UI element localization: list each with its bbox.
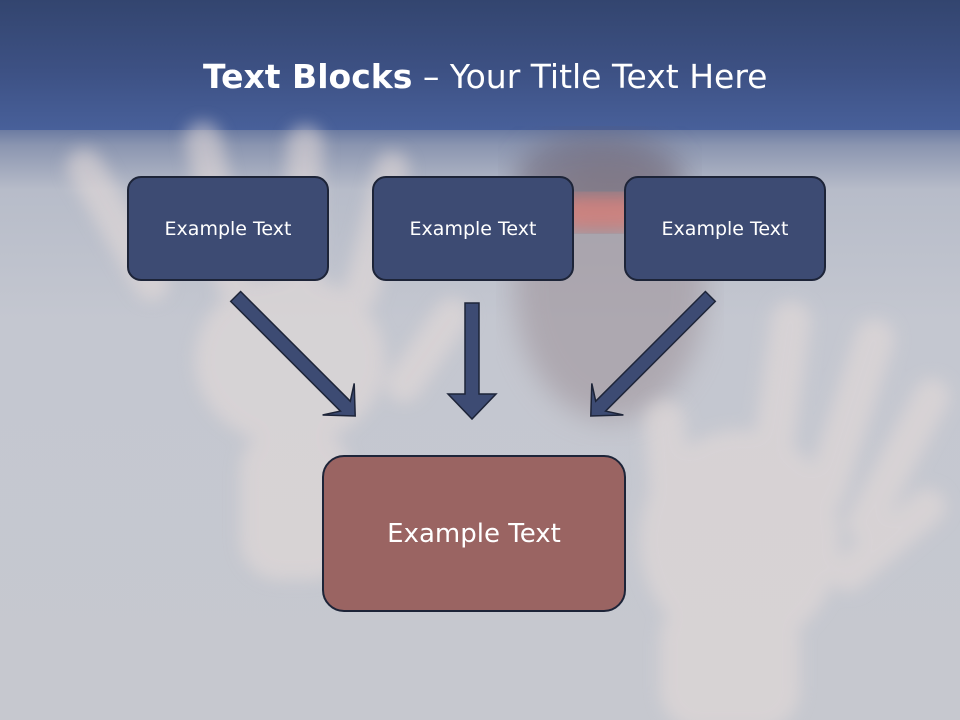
text-block-left-label: Example Text xyxy=(164,217,292,240)
arrow-right-diagonal xyxy=(590,290,717,417)
header-band xyxy=(0,0,960,130)
text-block-middle-label: Example Text xyxy=(409,217,537,240)
slide-title: Text Blocks – Your Title Text Here xyxy=(203,55,767,99)
arrow-left-diagonal xyxy=(229,290,356,417)
text-block-bottom-label: Example Text xyxy=(387,518,561,549)
title-rest: – Your Title Text Here xyxy=(412,57,768,96)
text-block-right-label: Example Text xyxy=(661,217,789,240)
text-block-middle: Example Text xyxy=(372,176,574,281)
title-bold: Text Blocks xyxy=(203,57,413,96)
text-block-left: Example Text xyxy=(127,176,329,281)
text-block-right: Example Text xyxy=(624,176,826,281)
arrow-down xyxy=(446,302,498,421)
text-block-bottom: Example Text xyxy=(322,455,626,612)
